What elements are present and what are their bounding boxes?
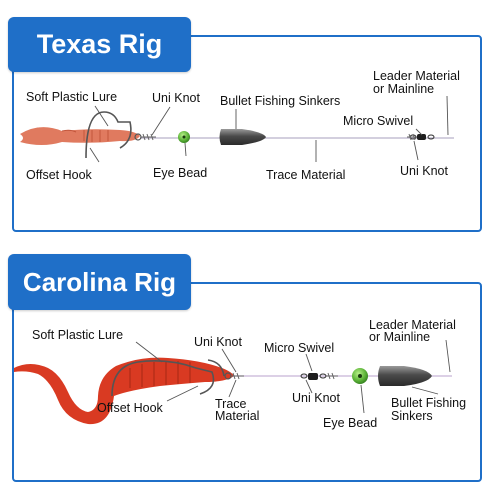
texas-label-offset-hook: Offset Hook [26, 168, 92, 182]
texas-label-leader-line1: Leader Material [373, 69, 460, 83]
carolina-uni-knot-right [326, 372, 338, 380]
texas-label-trace-material: Trace Material [266, 168, 346, 182]
carolina-label-sinkers-line1: Bullet Fishing [391, 396, 467, 410]
carolina-leaders [135, 339, 451, 414]
texas-label-eye-bead: Eye Bead [153, 166, 208, 180]
carolina-label-eye-bead: Eye Bead [323, 416, 378, 430]
texas-bullet-sinker [219, 129, 266, 145]
texas-uni-knot-left [141, 133, 156, 141]
carolina-label-leader-line1: Leader Material [369, 318, 456, 332]
carolina-label-offset-hook: Offset Hook [97, 401, 163, 415]
texas-label-bullet-sinkers: Bullet Fishing Sinkers [220, 94, 341, 108]
texas-label-micro-swivel: Micro Swivel [343, 114, 414, 128]
texas-soft-plastic-lure [20, 127, 140, 145]
carolina-offset-hook [111, 359, 225, 397]
texas-uni-knot-right [407, 133, 417, 141]
texas-label-soft-plastic-lure: Soft Plastic Lure [26, 90, 118, 104]
carolina-label-sinkers-line2: Sinkers [391, 409, 433, 423]
carolina-label-soft-plastic-lure: Soft Plastic Lure [32, 328, 124, 342]
carolina-rig-title: Carolina Rig [8, 254, 191, 310]
carolina-soft-plastic-lure [14, 357, 234, 425]
carolina-label-uni-knot-left: Uni Knot [194, 335, 242, 349]
carolina-label-trace-line2: Material [215, 409, 260, 423]
texas-rig-title: Texas Rig [8, 17, 191, 72]
texas-label-uni-knot-right: Uni Knot [400, 164, 448, 178]
carolina-label-trace-line1: Trace [215, 397, 247, 411]
texas-label-leader-line2: or Mainline [373, 82, 435, 96]
carolina-label-uni-knot-right: Uni Knot [292, 391, 340, 405]
texas-offset-hook [85, 111, 132, 159]
carolina-label-leader-line2: or Mainline [369, 330, 431, 344]
carolina-bullet-sinker [378, 366, 432, 386]
texas-label-uni-knot-left: Uni Knot [152, 91, 200, 105]
carolina-label-micro-swivel: Micro Swivel [264, 341, 335, 355]
carolina-uni-knot-left [231, 372, 244, 380]
texas-leaders [89, 95, 449, 163]
